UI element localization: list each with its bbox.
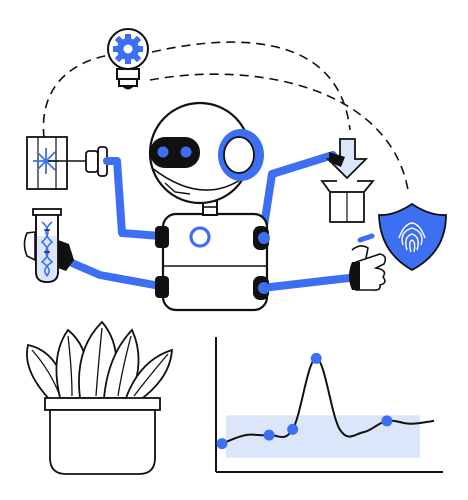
robot-body-icon xyxy=(155,212,270,312)
left-eye xyxy=(157,146,169,158)
arm-upper-left xyxy=(103,157,164,240)
ear-inner xyxy=(223,136,255,174)
robot-head-icon xyxy=(148,101,264,205)
test-tube-dna-icon xyxy=(23,208,74,283)
laser-beam-icon xyxy=(26,136,108,190)
data-point xyxy=(287,423,299,435)
fingerprint-icon xyxy=(398,222,426,253)
arm-upper-right xyxy=(258,151,337,243)
dash-arc-middle xyxy=(151,41,351,131)
data-point xyxy=(263,429,275,441)
line-chart-icon xyxy=(215,337,443,473)
gripper xyxy=(329,152,345,167)
series-points xyxy=(216,352,393,450)
download-box-icon xyxy=(320,138,375,223)
visor xyxy=(150,137,200,168)
right-eye xyxy=(180,146,192,158)
dashed-connections xyxy=(42,41,409,191)
body-joints xyxy=(155,226,270,300)
pot-rim xyxy=(44,397,161,411)
pot xyxy=(49,409,156,475)
arm-lower-right xyxy=(258,273,364,292)
data-point xyxy=(216,438,228,450)
lightbulb-gear-icon xyxy=(107,28,149,90)
dash-arc-right xyxy=(149,73,409,191)
data-point xyxy=(381,415,393,427)
robot-arms xyxy=(54,151,364,292)
series-line xyxy=(221,357,435,445)
right-hand xyxy=(349,233,387,291)
shield-fingerprint-icon xyxy=(378,202,447,272)
arm-lower-left xyxy=(54,253,164,290)
potted-plant-icon xyxy=(26,320,173,475)
gear-icon xyxy=(113,34,143,64)
dash-arc-left xyxy=(42,54,111,139)
data-point xyxy=(310,352,322,364)
left-hand xyxy=(23,231,36,262)
